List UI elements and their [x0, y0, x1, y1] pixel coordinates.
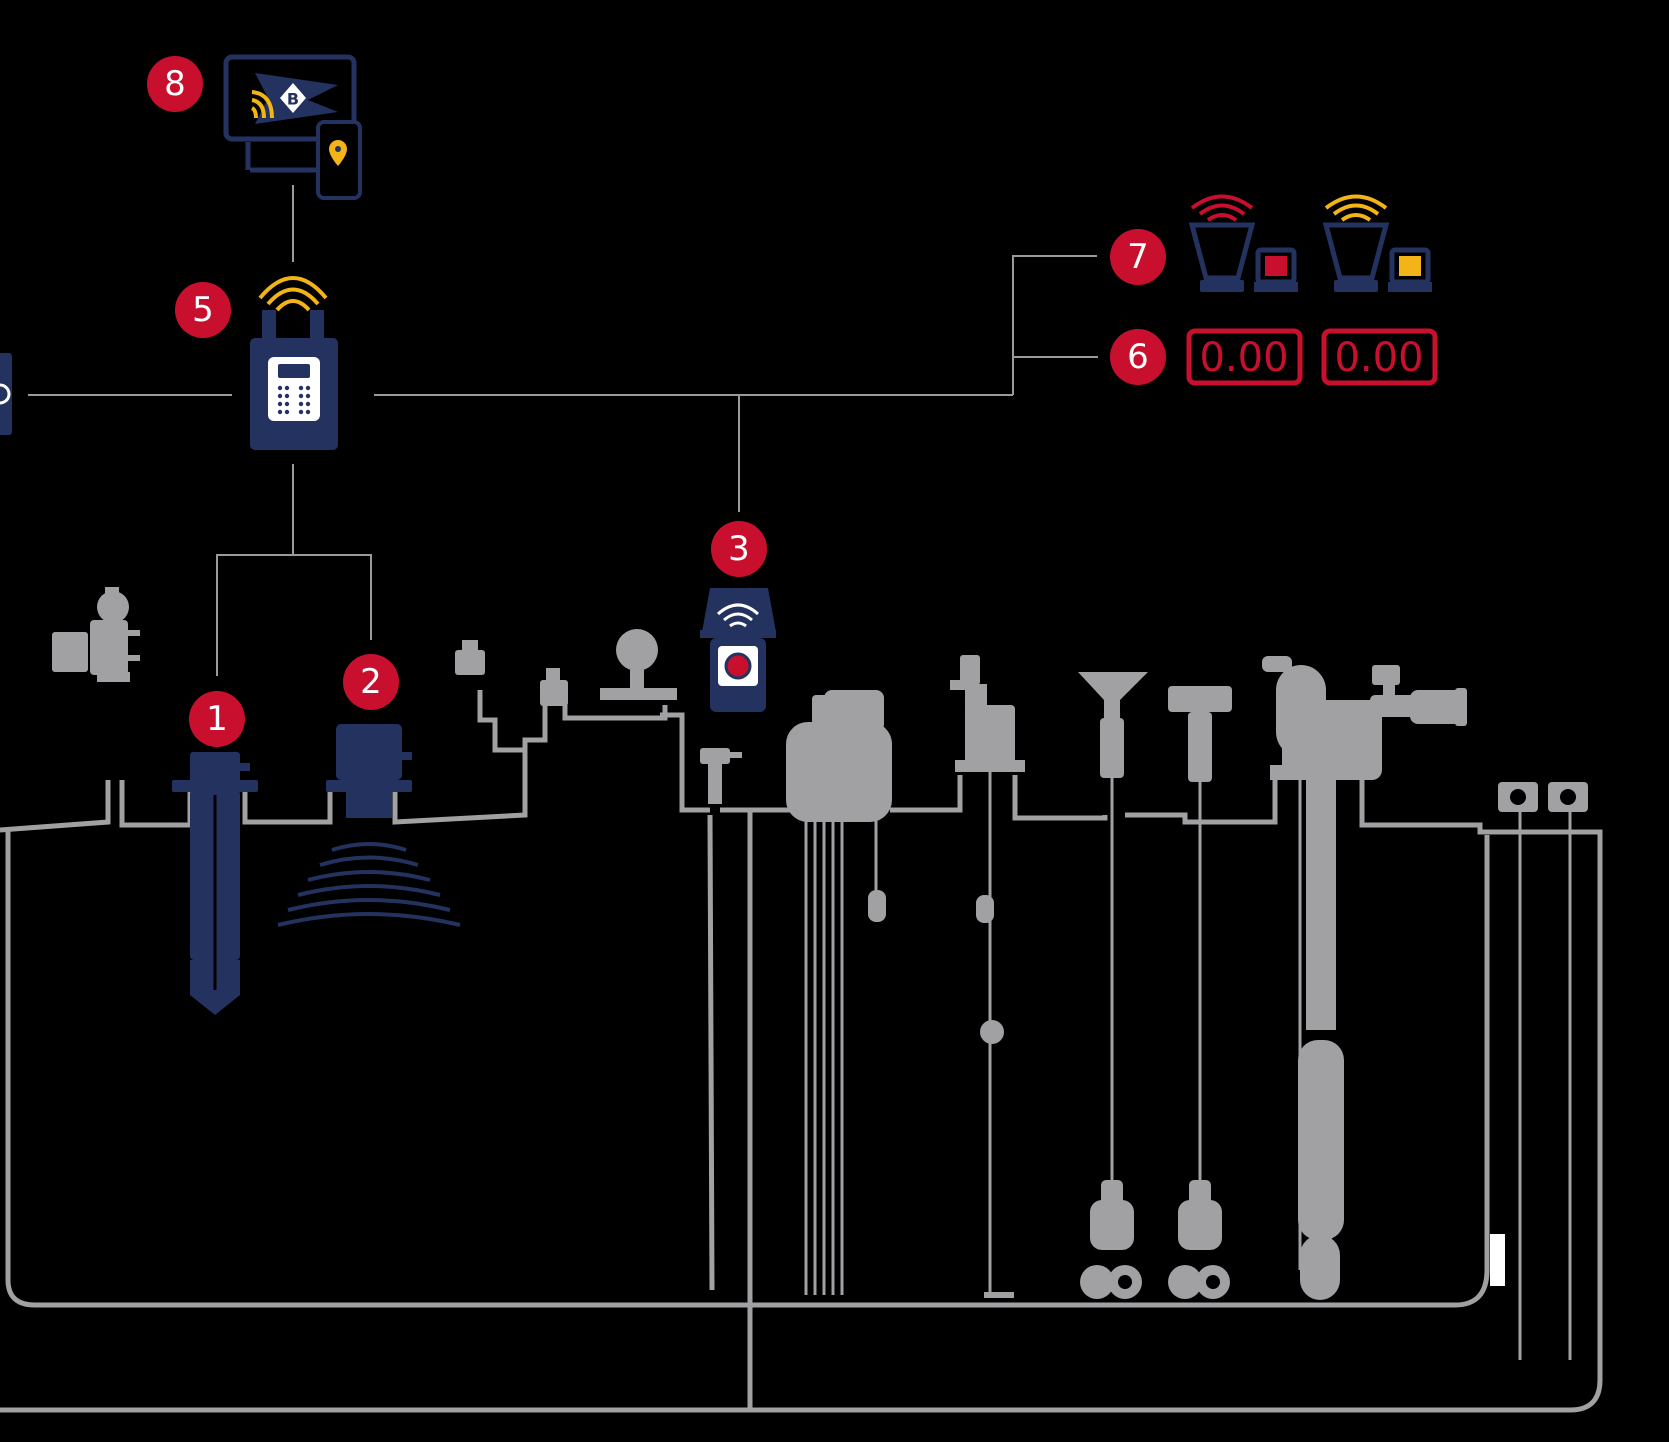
- badge-2-label: 2: [360, 662, 382, 702]
- badge-6: 6: [1110, 329, 1166, 385]
- display-value-2: 0.00: [1334, 335, 1423, 381]
- badge-2: 2: [343, 654, 399, 710]
- badge-7-label: 7: [1127, 237, 1149, 277]
- badge-7: 7: [1110, 229, 1166, 285]
- badge-6-label: 6: [1127, 337, 1149, 377]
- badge-1: 1: [189, 691, 245, 747]
- logo-badge: B: [280, 83, 306, 113]
- rig-circles: [1510, 789, 1576, 805]
- badge-3: 3: [711, 521, 767, 577]
- badge-5: 5: [175, 282, 231, 338]
- digital-display-icon: 0.00 0.00: [1186, 328, 1438, 386]
- smartphone-location-icon: [316, 120, 362, 200]
- wireless-emergency-stop-icon: [700, 588, 776, 712]
- display-value-1: 0.00: [1199, 335, 1288, 381]
- alarm-beacon-icon: [1188, 194, 1298, 292]
- badge-8: 8: [147, 56, 203, 112]
- badge-1-label: 1: [206, 699, 228, 739]
- badge-8-label: 8: [164, 64, 186, 104]
- cropped-device-icon: [0, 353, 12, 435]
- wireless-controller-icon: [250, 276, 338, 450]
- float-holes: [1118, 1275, 1220, 1289]
- controller-keypad: [277, 385, 311, 415]
- badge-5-label: 5: [192, 290, 214, 330]
- connection-lines: [28, 185, 1098, 676]
- badge-3-label: 3: [728, 529, 750, 569]
- in-tank-floats: [868, 780, 1344, 1300]
- radar-level-sensor-icon: [277, 724, 461, 927]
- alarm-beacon-icon-2: [1322, 194, 1432, 292]
- tank-pipework: [0, 690, 1603, 1413]
- fill-point-valves: [52, 587, 1588, 1286]
- logo-letter: B: [287, 90, 299, 109]
